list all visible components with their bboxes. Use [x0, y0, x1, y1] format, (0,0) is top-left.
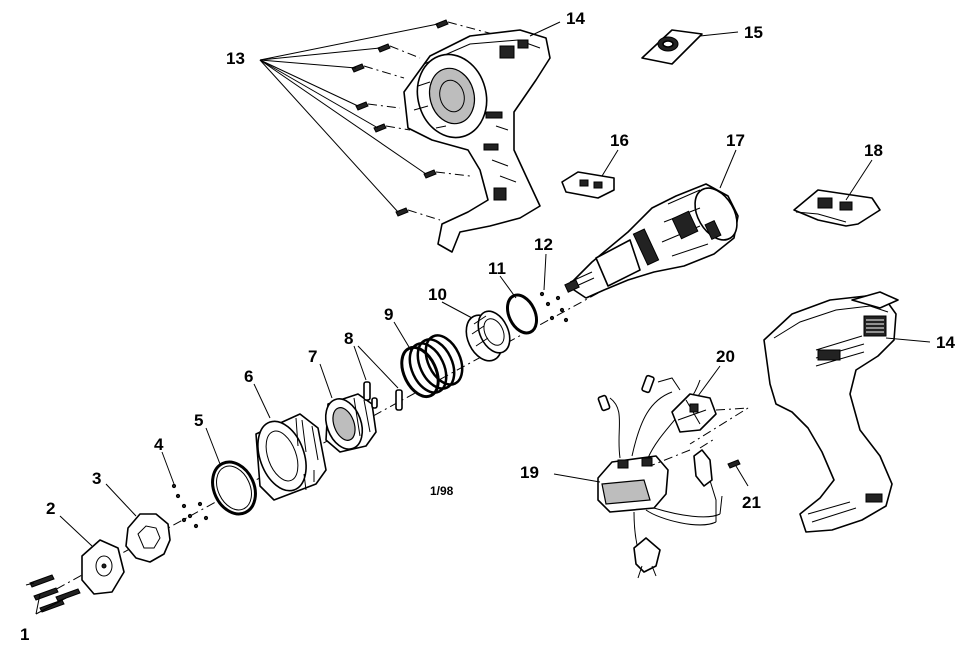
- callout-2: 2: [46, 499, 55, 518]
- callout-8: 8: [344, 329, 353, 348]
- callout-14-top: 14: [566, 9, 585, 28]
- callout-5: 5: [194, 411, 203, 430]
- part-4-balls[interactable]: [171, 483, 209, 529]
- part-21-screw[interactable]: [649, 437, 741, 487]
- callout-13: 13: [226, 49, 245, 68]
- callout-6: 6: [244, 367, 253, 386]
- diagram-code: 1/98: [430, 484, 454, 498]
- callout-9: 9: [384, 305, 393, 324]
- part-14-housing-left-half[interactable]: [403, 29, 551, 253]
- callout-4: 4: [154, 435, 164, 454]
- callout-17: 17: [726, 131, 745, 150]
- assembly-guide-line: [689, 407, 749, 445]
- leader-lines: [35, 21, 931, 615]
- part-6-adjustment-collar[interactable]: [249, 413, 327, 501]
- callout-18: 18: [864, 141, 883, 160]
- callout-14-right: 14: [936, 333, 955, 352]
- part-1-screws[interactable]: [25, 574, 81, 613]
- part-10-gear-ring[interactable]: [459, 306, 516, 366]
- part-9-spring[interactable]: [395, 330, 470, 403]
- part-12-balls[interactable]: [539, 291, 569, 323]
- part-17-motor[interactable]: [564, 181, 746, 299]
- part-18-terminal-plate[interactable]: [793, 189, 881, 227]
- part-14-housing-right-half[interactable]: [763, 291, 899, 533]
- part-20-bracket[interactable]: [671, 393, 717, 433]
- part-13-screws[interactable]: [351, 19, 501, 221]
- callout-3: 3: [92, 469, 101, 488]
- callout-labels: 1 2 3 4 5 6 7 8 9 10 11 12 13 14 15 16 1…: [20, 9, 955, 644]
- callout-16: 16: [610, 131, 629, 150]
- part-7-clutch-ring[interactable]: [319, 393, 377, 454]
- callout-12: 12: [534, 235, 553, 254]
- part-16-switch-plate[interactable]: [561, 171, 615, 199]
- part-8-pins[interactable]: [363, 381, 403, 411]
- callout-19: 19: [520, 463, 539, 482]
- part-11-o-ring[interactable]: [502, 290, 542, 337]
- part-2-end-plate[interactable]: [81, 539, 125, 595]
- part-15-label-plate[interactable]: [641, 29, 703, 65]
- callout-15: 15: [744, 23, 763, 42]
- callout-21: 21: [742, 493, 761, 512]
- callout-11: 11: [488, 259, 506, 278]
- callout-20: 20: [716, 347, 735, 366]
- callout-1: 1: [20, 625, 29, 644]
- callout-10: 10: [428, 285, 447, 304]
- part-19-switch-assembly[interactable]: [597, 374, 723, 579]
- part-5-o-ring[interactable]: [204, 455, 263, 521]
- part-3-toothed-ring[interactable]: [125, 513, 171, 563]
- callout-7: 7: [308, 347, 317, 366]
